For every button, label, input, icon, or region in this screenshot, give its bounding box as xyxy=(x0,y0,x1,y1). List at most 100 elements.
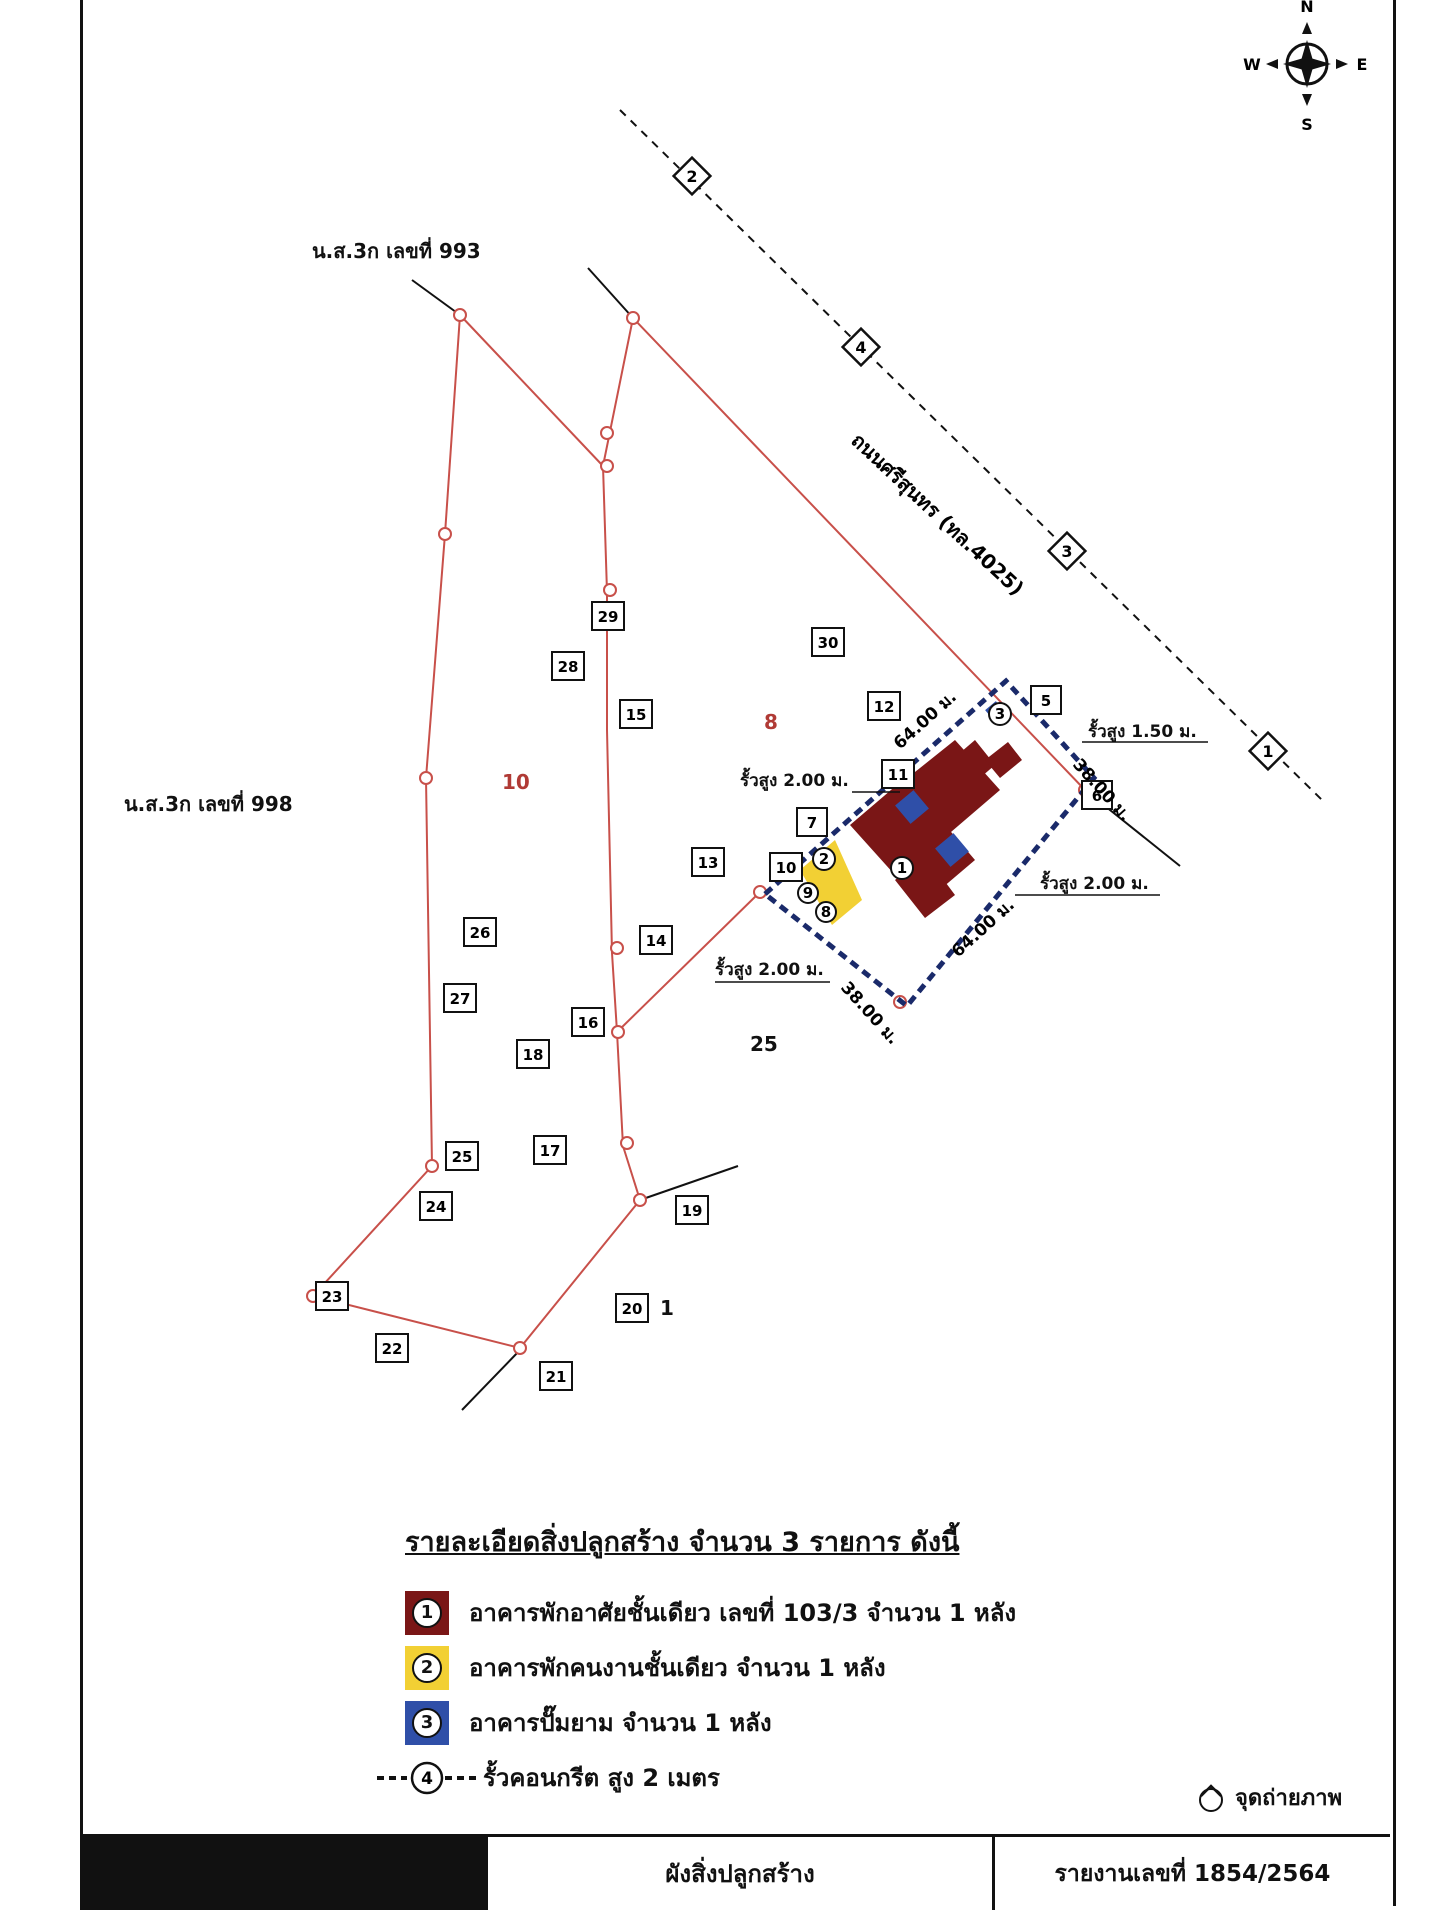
photo-point-29: 29 xyxy=(591,601,625,631)
svg-text:23: 23 xyxy=(322,1288,343,1306)
legend-text-3: อาคารปั๊มยาม จำนวน 1 หลัง xyxy=(469,1709,772,1737)
fence-200-label-b: รั้วสูง 2.00 ม. xyxy=(1040,874,1149,894)
photo-point-17: 17 xyxy=(533,1135,567,1165)
plot-label-25: 25 xyxy=(750,1032,778,1056)
svg-text:13: 13 xyxy=(698,854,719,872)
report-number: รายงานเลขที่ 1854/2564 xyxy=(992,1837,1390,1910)
svg-text:1: 1 xyxy=(1262,742,1273,761)
photo-point-13: 13 xyxy=(691,847,725,877)
photo-point-22: 22 xyxy=(375,1333,409,1363)
compass-south-label: S xyxy=(1301,115,1313,134)
legend-item-fence: 4 รั้วคอนกรีต สูง 2 เมตร xyxy=(375,1750,1185,1805)
svg-text:11: 11 xyxy=(888,766,909,784)
svg-text:17: 17 xyxy=(540,1142,561,1160)
legend-swatch-red: 1 xyxy=(405,1590,449,1635)
photo-point-27: 27 xyxy=(443,983,477,1013)
legend: รายละเอียดสิ่งปลูกสร้าง จำนวน 3 รายการ ด… xyxy=(377,1520,1185,1805)
svg-text:26: 26 xyxy=(470,924,491,942)
road-marker-4: 4 xyxy=(840,326,882,368)
photo-point-12: 12 xyxy=(867,691,901,721)
photo-point-16: 16 xyxy=(571,1007,605,1037)
svg-text:10: 10 xyxy=(776,859,797,877)
fence-200-label-a: รั้วสูง 2.00 ม. xyxy=(740,771,849,791)
photo-point-legend: จุดถ่ายภาพ xyxy=(1195,1780,1342,1815)
photo-point-30: 30 xyxy=(811,627,845,657)
photo-point-28: 28 xyxy=(551,651,585,681)
building-2-marker: 2 xyxy=(812,847,836,871)
photo-point-5: 5 xyxy=(1030,685,1062,715)
compass-north-label: N xyxy=(1300,0,1313,16)
dim-38-bottom: 38.00 ม. xyxy=(836,978,903,1049)
svg-text:9: 9 xyxy=(803,884,813,902)
photo-point-21: 21 xyxy=(539,1361,573,1391)
fence-200-label-c: รั้วสูง 2.00 ม. xyxy=(715,960,824,980)
main-house-shape xyxy=(850,740,1022,918)
fence-line-icon: 4 xyxy=(377,1761,479,1794)
photo-point-legend-text: จุดถ่ายภาพ xyxy=(1235,1786,1343,1811)
legend-swatch-yellow: 2 xyxy=(405,1645,449,1690)
neighbour-label-993: น.ส.3ก เลขที่ 993 xyxy=(312,239,481,263)
svg-text:16: 16 xyxy=(578,1014,599,1032)
drawing-title: ผังสิ่งปลูกสร้าง xyxy=(485,1837,992,1910)
plot-label-1: 1 xyxy=(660,1296,674,1320)
svg-text:25: 25 xyxy=(452,1148,473,1166)
photo-point-icon xyxy=(1199,1783,1223,1812)
building-1-marker: 1 xyxy=(890,856,914,880)
photo-point-15: 15 xyxy=(619,699,653,729)
building-9-marker: 9 xyxy=(797,882,819,904)
svg-text:3: 3 xyxy=(1061,542,1072,561)
plot-label-8: 8 xyxy=(764,710,778,734)
photo-point-6: 6 xyxy=(1081,780,1113,810)
svg-text:29: 29 xyxy=(598,608,619,626)
svg-text:28: 28 xyxy=(558,658,579,676)
neighbour-label-998: น.ส.3ก เลขที่ 998 xyxy=(124,792,293,816)
svg-text:2: 2 xyxy=(686,167,697,186)
photo-point-20: 20 xyxy=(615,1293,649,1323)
building-3-marker: 3 xyxy=(988,702,1012,726)
blue-pool-2 xyxy=(935,833,969,867)
fence-outline xyxy=(761,677,1098,1010)
legend-text-1: อาคารพักอาศัยชั้นเดียว เลขที่ 103/3 จำนว… xyxy=(469,1599,1017,1627)
road-line xyxy=(619,109,1323,801)
photo-point-26: 26 xyxy=(463,917,497,947)
title-block: ผังสิ่งปลูกสร้าง รายงานเลขที่ 1854/2564 xyxy=(80,1834,1390,1910)
title-block-dark-cell xyxy=(80,1837,485,1910)
photo-point-24: 24 xyxy=(419,1191,453,1221)
site-plan-map: N S E W xyxy=(306,0,1368,1411)
road-name: ถนนศรีสุนทร (ทล.4025) xyxy=(846,428,1029,601)
legend-text-fence: รั้วคอนกรีต สูง 2 เมตร xyxy=(483,1764,720,1792)
svg-text:12: 12 xyxy=(874,698,895,716)
svg-text:27: 27 xyxy=(450,990,471,1008)
photo-point-10: 10 xyxy=(769,852,803,882)
svg-text:2: 2 xyxy=(819,850,829,868)
svg-text:6: 6 xyxy=(1092,787,1102,805)
road-markers: 2 4 3 1 xyxy=(671,155,1289,772)
svg-text:3: 3 xyxy=(995,705,1005,723)
compass-east-label: E xyxy=(1357,55,1368,74)
road-marker-3: 3 xyxy=(1046,530,1088,572)
svg-text:1: 1 xyxy=(897,859,907,877)
photo-point-18: 18 xyxy=(516,1039,550,1069)
legend-text-2: อาคารพักคนงานชั้นเดียว จำนวน 1 หลัง xyxy=(469,1654,886,1682)
dim-64-bottom: 64.00 ม. xyxy=(948,895,1019,962)
legend-swatch-blue: 3 xyxy=(405,1700,449,1745)
map-frame xyxy=(80,0,1396,1906)
legend-item-1: 1 อาคารพักอาศัยชั้นเดียว เลขที่ 103/3 จำ… xyxy=(405,1585,1185,1640)
svg-text:18: 18 xyxy=(523,1046,544,1064)
photo-point-23: 23 xyxy=(315,1281,349,1311)
building-8-marker: 8 xyxy=(815,901,837,923)
plot-label-10: 10 xyxy=(502,770,530,794)
photo-point-11: 11 xyxy=(881,759,915,789)
svg-text:4: 4 xyxy=(421,1769,433,1789)
svg-text:21: 21 xyxy=(546,1368,567,1386)
road-marker-1: 1 xyxy=(1247,730,1289,772)
svg-text:22: 22 xyxy=(382,1340,403,1358)
photo-point-19: 19 xyxy=(675,1195,709,1225)
boundary-vertices xyxy=(306,308,1092,1355)
building-markers: 1 2 3 8 9 xyxy=(797,702,1012,923)
svg-text:24: 24 xyxy=(426,1198,447,1216)
fence-leaders xyxy=(715,741,1208,983)
svg-text:8: 8 xyxy=(821,903,831,921)
compass-west-label: W xyxy=(1243,55,1261,74)
legend-title: รายละเอียดสิ่งปลูกสร้าง จำนวน 3 รายการ ด… xyxy=(405,1527,960,1558)
